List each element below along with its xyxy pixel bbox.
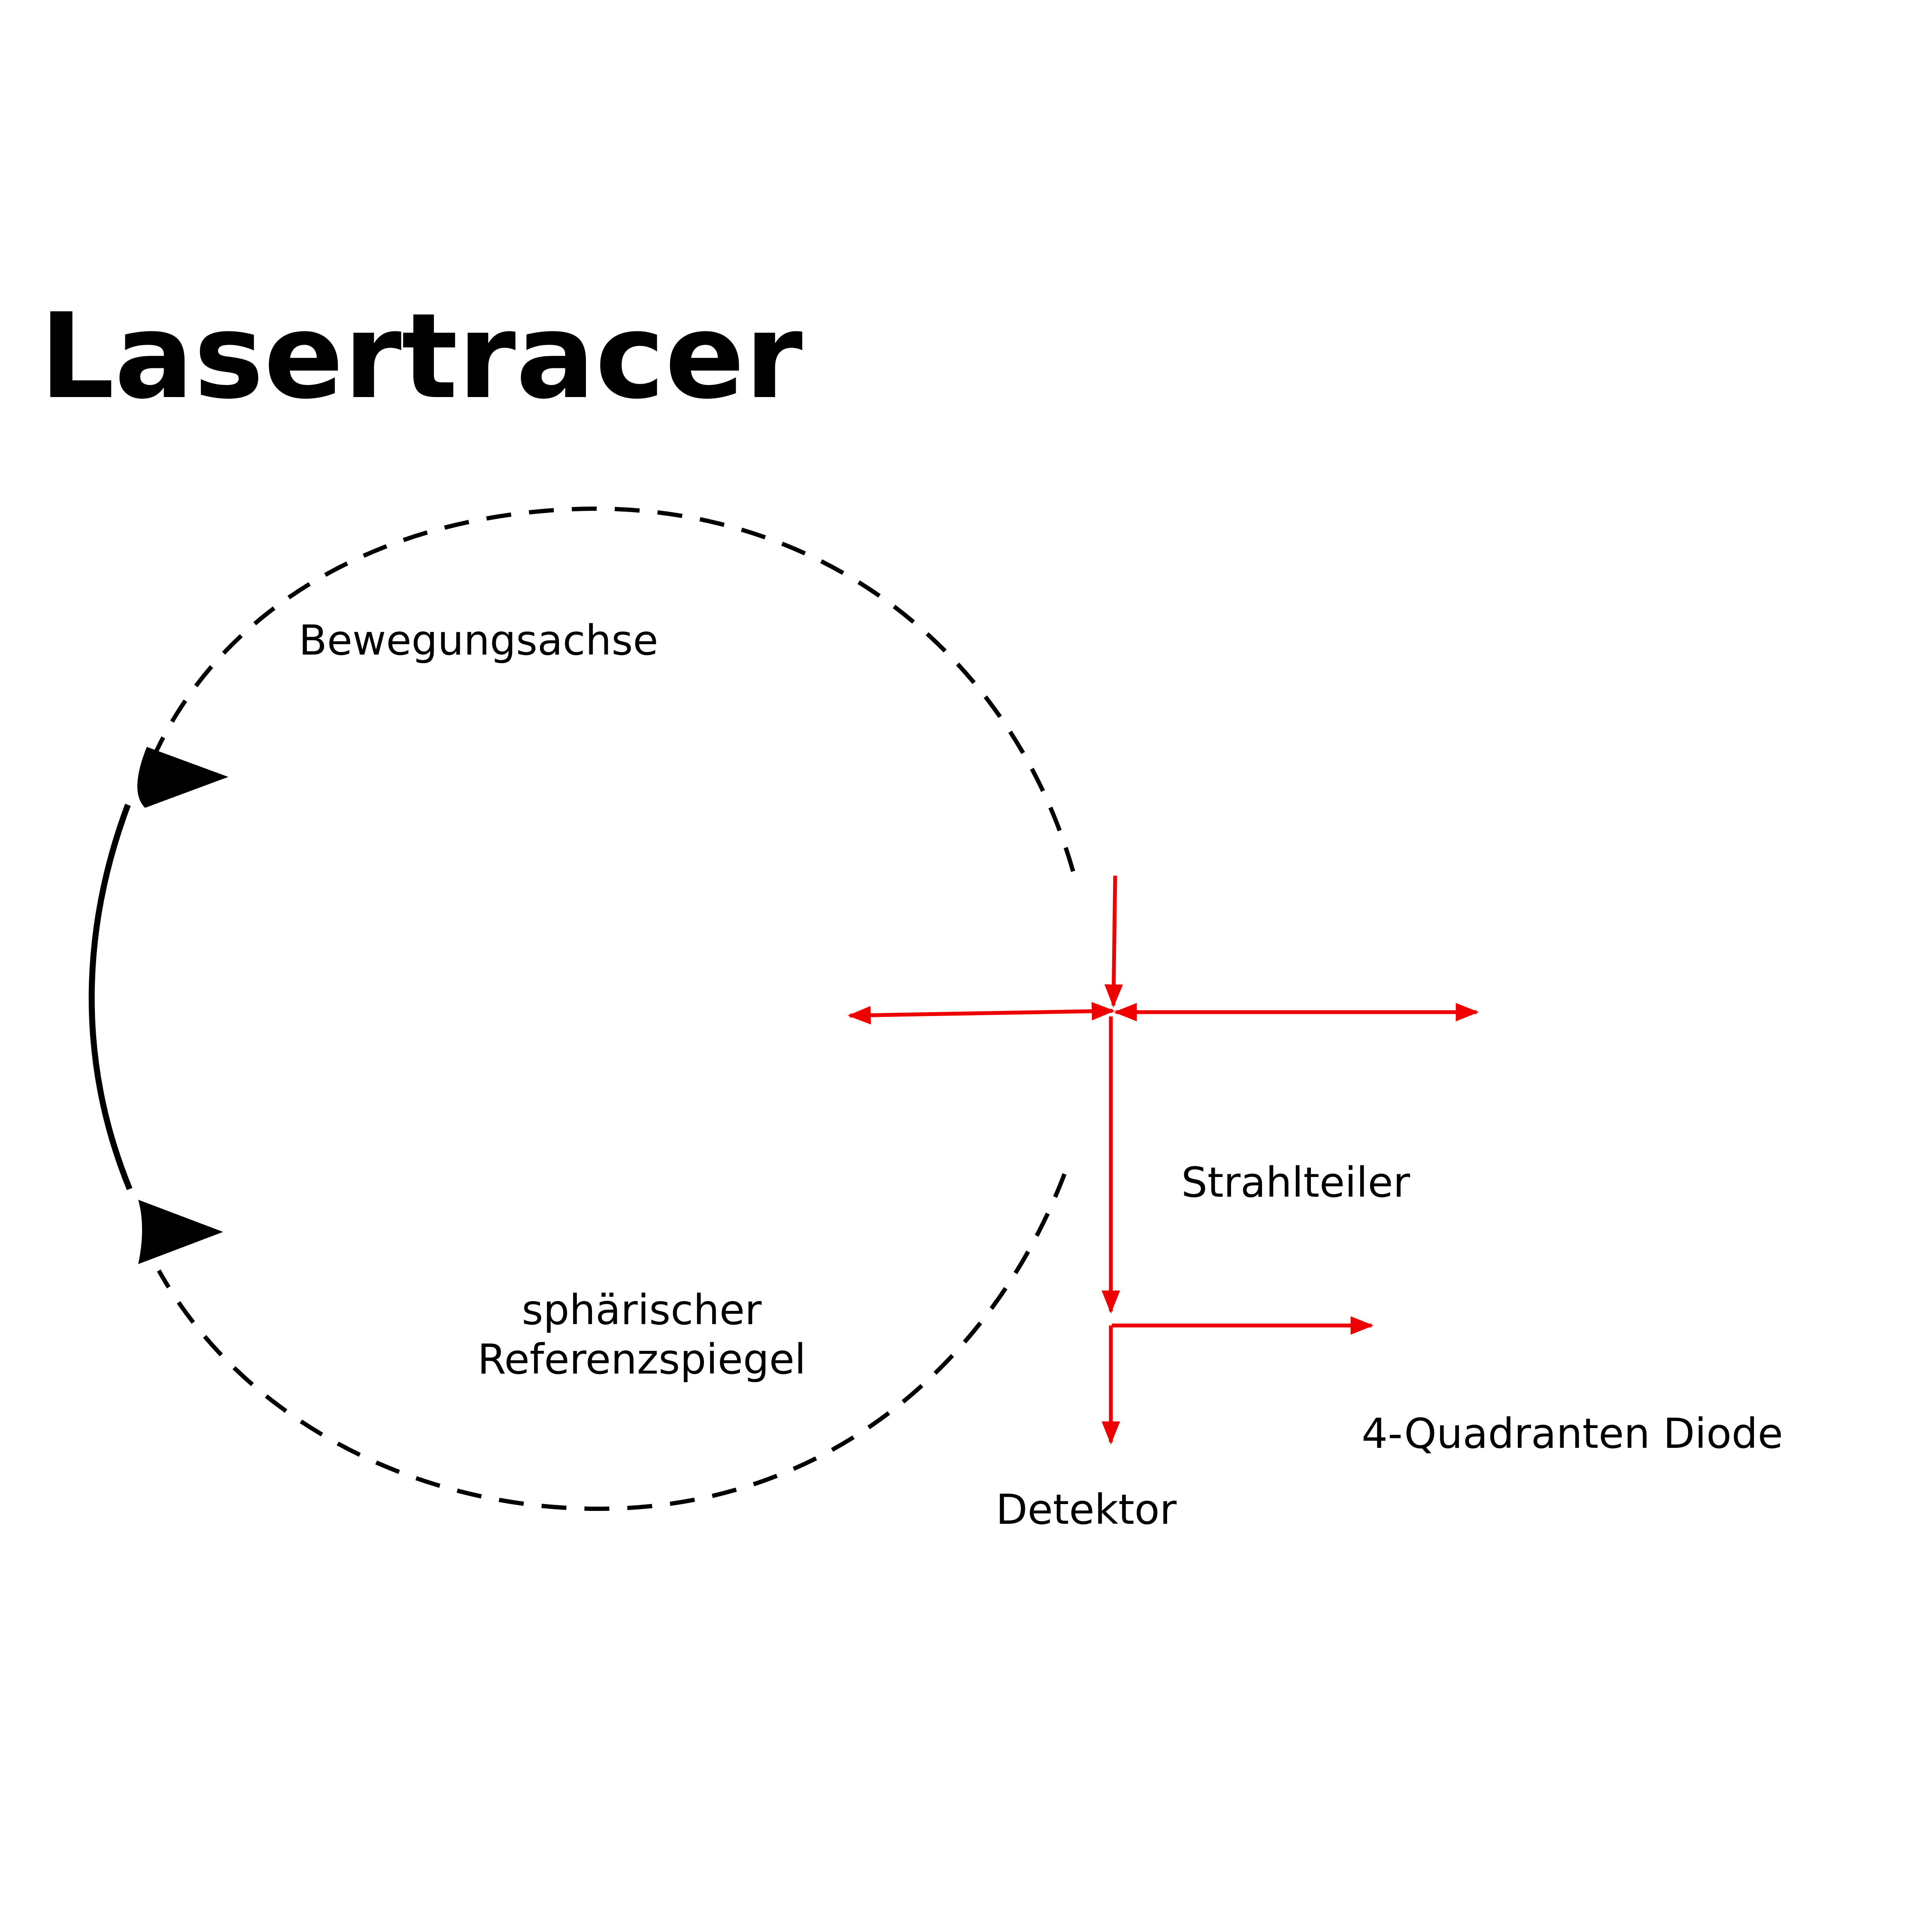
beam-incoming-vertical [1104, 875, 1123, 1008]
laser-beam-paths [847, 875, 1479, 1445]
label-detektor: Detektor [996, 1486, 1177, 1534]
movement-axis-arc [88, 804, 133, 1190]
label-referenzspiegel-line1: sphärischer [522, 1286, 762, 1334]
reference-mirror-lower-arc [157, 1173, 1067, 1511]
movement-axis-arrowhead-bottom [138, 1200, 223, 1264]
diagram-title: Lasertracer [39, 288, 804, 425]
reference-mirror-upper-arc [150, 506, 1075, 872]
movement-axis-arrowhead-top [137, 747, 228, 808]
label-referenzspiegel-line2: Referenzspiegel [477, 1335, 806, 1383]
label-4-quadranten-diode: 4-Quadranten Diode [1362, 1410, 1783, 1458]
beam-horizontal-left [847, 1002, 1115, 1025]
label-strahlteiler: Strahlteiler [1181, 1159, 1410, 1207]
label-bewegungsachse: Bewegungsachse [299, 616, 658, 664]
